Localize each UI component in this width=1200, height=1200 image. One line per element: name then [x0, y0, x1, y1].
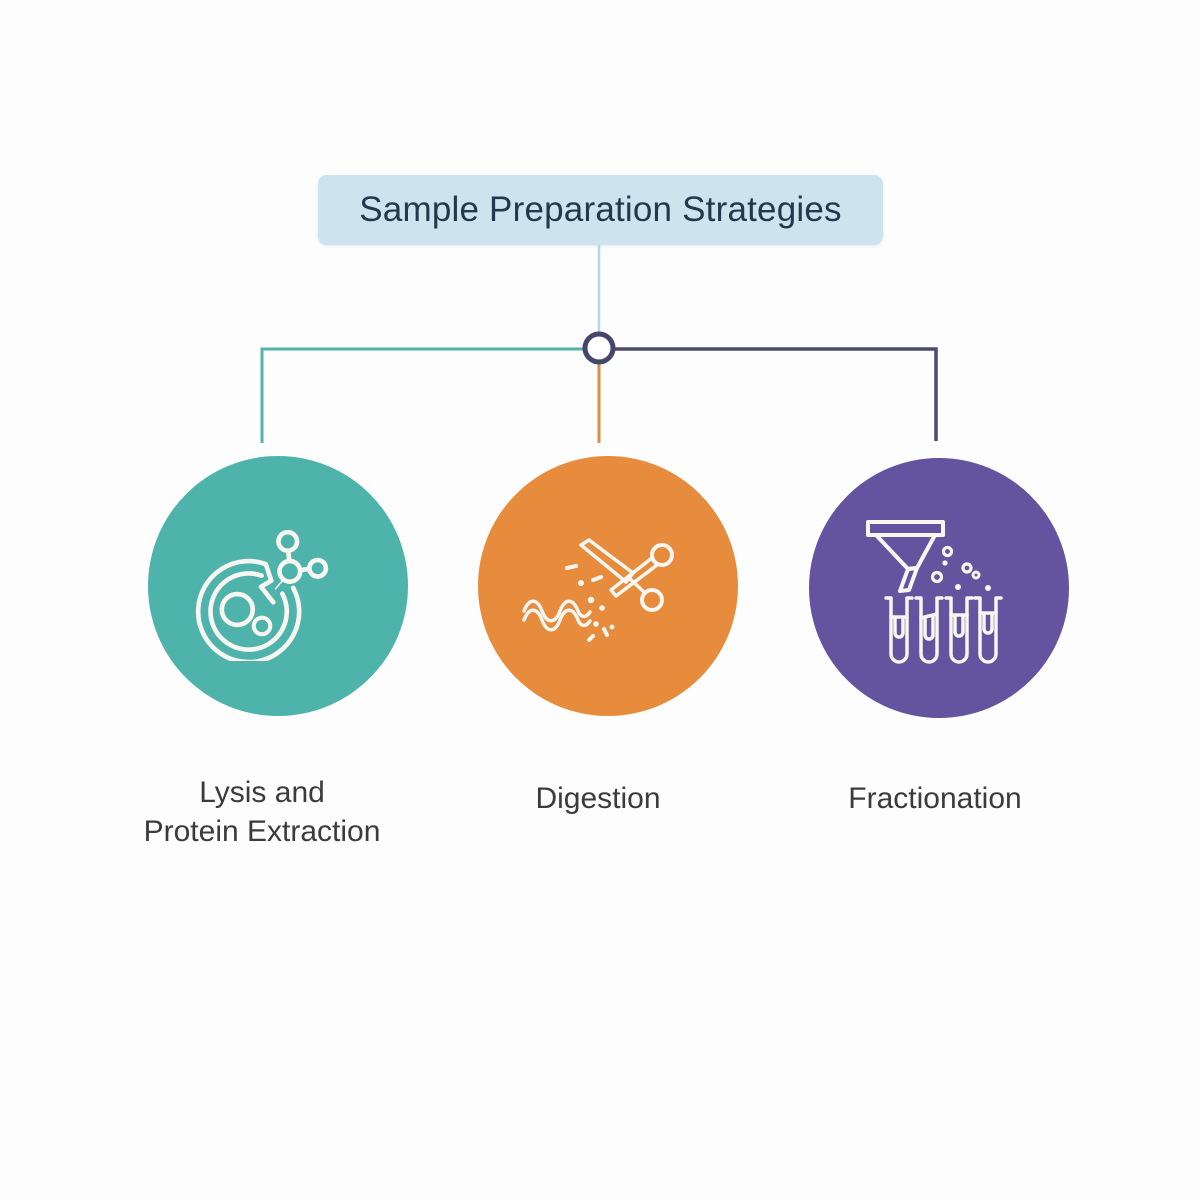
scissors-cutting-protein-icon [522, 538, 674, 642]
fractionation-circle [809, 458, 1069, 718]
title-box: Sample Preparation Strategies [318, 175, 883, 245]
digestion-circle [478, 456, 738, 716]
lysis-circle [148, 456, 408, 716]
lysis-branch-connector [260, 347, 583, 443]
lysis-label: Lysis and Protein Extraction [92, 773, 432, 851]
diagram-title: Sample Preparation Strategies [359, 190, 842, 229]
lysis-label-line1: Lysis and [199, 776, 325, 809]
digestion-label: Digestion [535, 782, 661, 815]
junction-node [582, 331, 616, 365]
funnel-test-tubes-icon [866, 520, 1003, 664]
lysis-label-line2: Protein Extraction [143, 815, 381, 848]
fractionation-branch-connector [615, 347, 938, 441]
cell-lysis-icon [195, 529, 329, 661]
fractionation-label: Fractionation [848, 782, 1022, 815]
